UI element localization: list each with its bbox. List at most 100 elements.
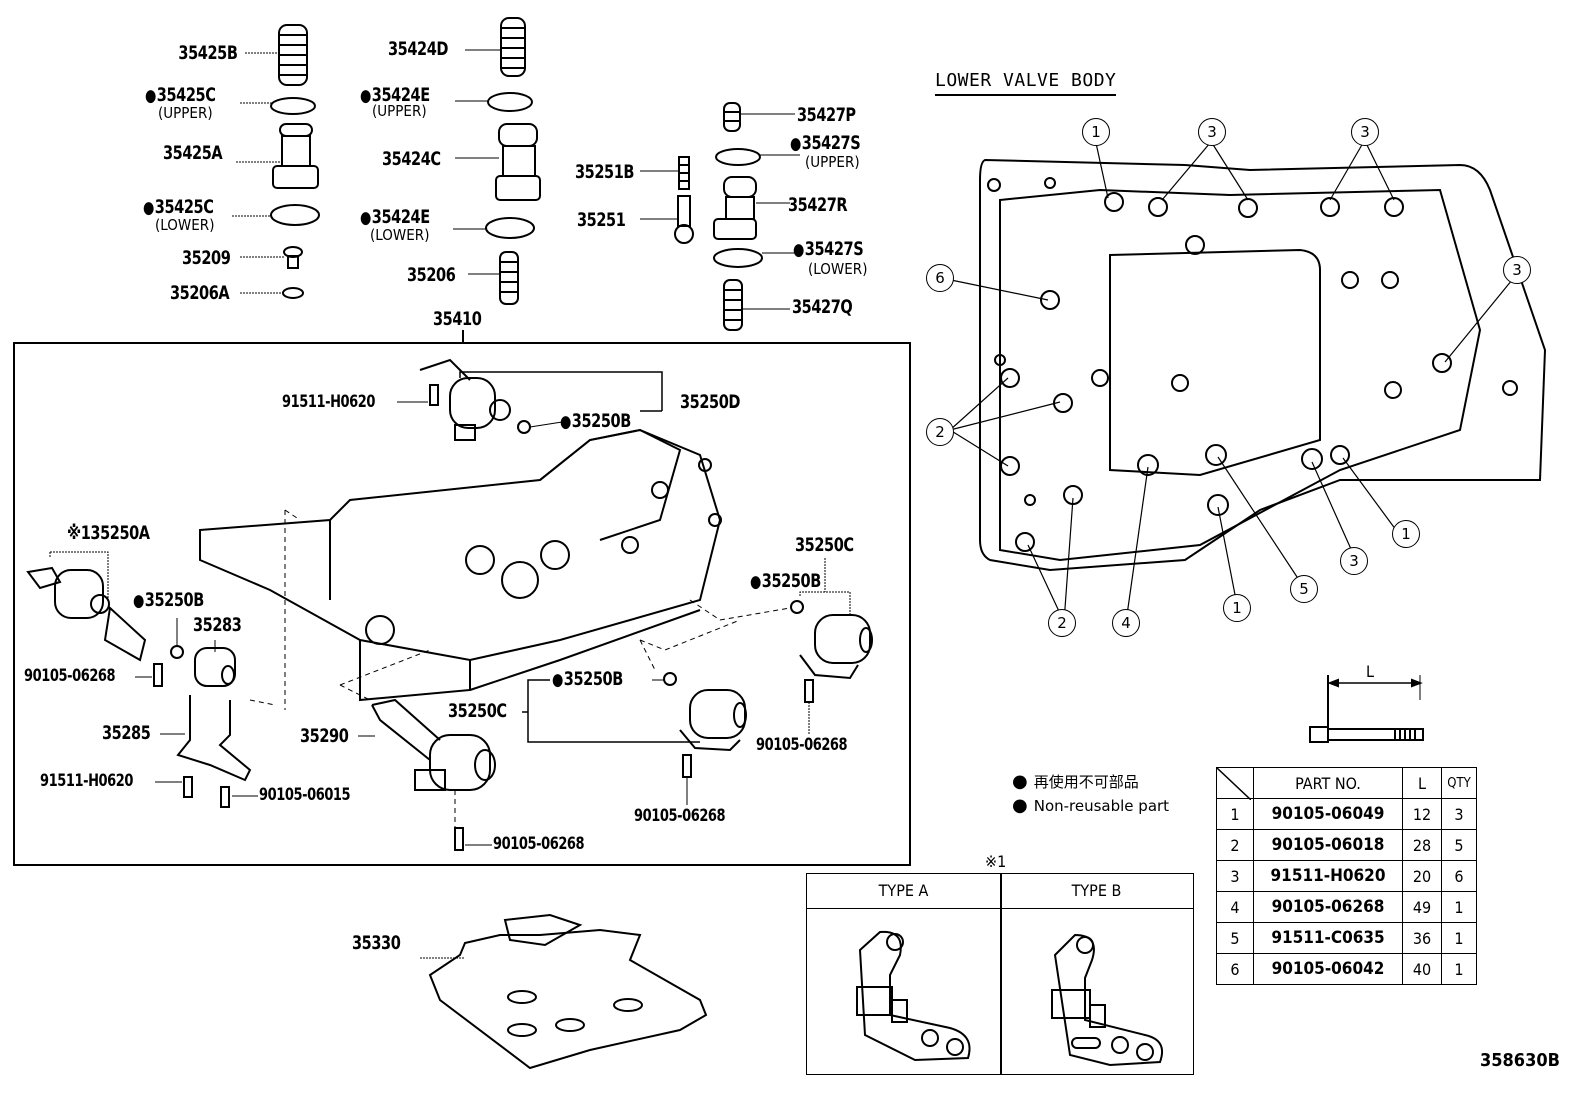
label-bolt-bracket1[interactable]: 91511-H0620 <box>40 771 134 791</box>
callout-5[interactable]: 5 <box>1290 575 1318 603</box>
callout-3[interactable]: 3 <box>1503 256 1531 284</box>
label-35251[interactable]: 35251 <box>577 209 626 231</box>
guide-cright <box>689 599 791 621</box>
clip-35206A <box>282 287 304 299</box>
label-35424E-lower[interactable]: 35424E <box>360 208 430 227</box>
assembly-frame <box>13 342 911 866</box>
callout-2[interactable]: 2 <box>1048 609 1076 637</box>
oring-35424E-upper <box>487 92 533 112</box>
row-part: 90105-06042 <box>1253 953 1403 985</box>
sleeve-35425A <box>272 123 319 189</box>
bolt-90105-06268-cright <box>804 679 814 703</box>
lower-valve-body-title: LOWER VALVE BODY <box>935 70 1117 96</box>
label-35250A[interactable]: ※135250A <box>67 524 150 543</box>
label-35410[interactable]: 35410 <box>433 308 482 330</box>
row-qty: 5 <box>1441 829 1477 861</box>
row-part: 91511-H0620 <box>1253 860 1403 892</box>
label-35424C[interactable]: 35424C <box>382 148 441 170</box>
label-35427P[interactable]: 35427P <box>797 104 856 126</box>
callout-1[interactable]: 1 <box>1082 118 1110 146</box>
spring-35424D <box>500 17 526 77</box>
legend-en-text: Non-reusable part <box>1033 797 1170 815</box>
label-35283[interactable]: 35283 <box>193 614 242 636</box>
oring-35427S-upper <box>715 148 761 166</box>
spring-35206 <box>499 251 519 305</box>
row-no: 3 <box>1216 860 1254 892</box>
note-lower-2: (LOWER) <box>370 226 430 244</box>
callout-3[interactable]: 3 <box>1351 118 1379 146</box>
note-upper-2: (UPPER) <box>372 102 427 120</box>
label-35424E-upper[interactable]: 35424E <box>360 86 430 105</box>
label-bolt-cright[interactable]: 90105-06268 <box>756 735 848 755</box>
label-35425C-upper[interactable]: 35425C <box>145 86 216 105</box>
label-35290[interactable]: 35290 <box>300 725 349 747</box>
label-35427Q[interactable]: 35427Q <box>792 296 853 318</box>
callout-4[interactable]: 4 <box>1112 609 1140 637</box>
type-a-bracket-drawing <box>856 930 971 1062</box>
row-l: 12 <box>1402 798 1442 830</box>
legend-jp-text: 再使用不可部品 <box>1033 773 1139 791</box>
solenoid-35250C-mid <box>663 672 747 752</box>
label-35425C-lower[interactable]: 35425C <box>143 198 214 217</box>
label-bolt-left[interactable]: 90105-06268 <box>24 666 116 686</box>
type-a-header: TYPE A <box>807 874 1000 909</box>
label-35250C-right[interactable]: 35250C <box>795 534 854 556</box>
label-bolt-290[interactable]: 90105-06268 <box>493 834 585 854</box>
label-oring-c-right[interactable]: 35250B <box>750 572 822 591</box>
row-no: 6 <box>1216 953 1254 985</box>
label-35425A[interactable]: 35425A <box>163 142 223 164</box>
label-35206[interactable]: 35206 <box>407 264 456 286</box>
label-35425B[interactable]: 35425B <box>177 42 237 64</box>
label-35206A[interactable]: 35206A <box>170 282 230 304</box>
label-oring-a[interactable]: 35250B <box>133 591 205 610</box>
leader-oring-d <box>529 421 563 428</box>
leader-lines-col3 <box>640 113 800 310</box>
label-35427S-lower[interactable]: 35427S <box>793 240 864 259</box>
callout-1[interactable]: 1 <box>1392 520 1420 548</box>
label-35251B[interactable]: 35251B <box>575 161 635 183</box>
row-l: 20 <box>1402 860 1442 892</box>
row-l: 28 <box>1402 829 1442 861</box>
bolt-91511-H0620-top <box>429 384 439 406</box>
row-no: 2 <box>1216 829 1254 861</box>
row-part: 90105-06018 <box>1253 829 1403 861</box>
label-35250C-mid[interactable]: 35250C <box>448 700 507 722</box>
spring-35427Q <box>723 279 743 331</box>
label-35250D[interactable]: 35250D <box>680 391 741 413</box>
label-35427S-upper[interactable]: 35427S <box>790 134 861 153</box>
strainer-35330 <box>428 913 708 1070</box>
row-part: 90105-06049 <box>1253 798 1403 830</box>
bolt-90105-06268-cmid <box>682 754 692 778</box>
label-35427R[interactable]: 35427R <box>788 194 848 216</box>
label-35330[interactable]: 35330 <box>352 932 401 954</box>
label-35424D[interactable]: 35424D <box>388 38 449 60</box>
label-bolt-bracket2[interactable]: 90105-06015 <box>259 785 351 805</box>
label-oring-d[interactable]: 35250B <box>560 412 632 431</box>
row-part: 91511-C0635 <box>1253 922 1403 954</box>
callout-2[interactable]: 2 <box>926 418 954 446</box>
label-oring-c-mid[interactable]: 35250B <box>552 670 624 689</box>
callout-3[interactable]: 3 <box>1340 547 1368 575</box>
label-bolt-top[interactable]: 91511-H0620 <box>282 392 376 412</box>
note-lower-3: (LOWER) <box>808 260 868 278</box>
non-reusable-dot-icon: ● <box>1012 795 1028 816</box>
callout-1[interactable]: 1 <box>1223 594 1251 622</box>
oring-35250B-a <box>170 645 184 659</box>
bracket-line-35250C-mid <box>522 679 700 743</box>
callout-3[interactable]: 3 <box>1198 118 1226 146</box>
diagonal-line-icon <box>1217 768 1251 800</box>
label-35285[interactable]: 35285 <box>102 722 151 744</box>
callout-6[interactable]: 6 <box>926 264 954 292</box>
bolt-91511-H0620-bracket <box>183 776 193 798</box>
label-35209[interactable]: 35209 <box>182 247 231 269</box>
label-bolt-cmid[interactable]: 90105-06268 <box>634 806 726 826</box>
lower-valve-body-drawing <box>979 158 1547 572</box>
